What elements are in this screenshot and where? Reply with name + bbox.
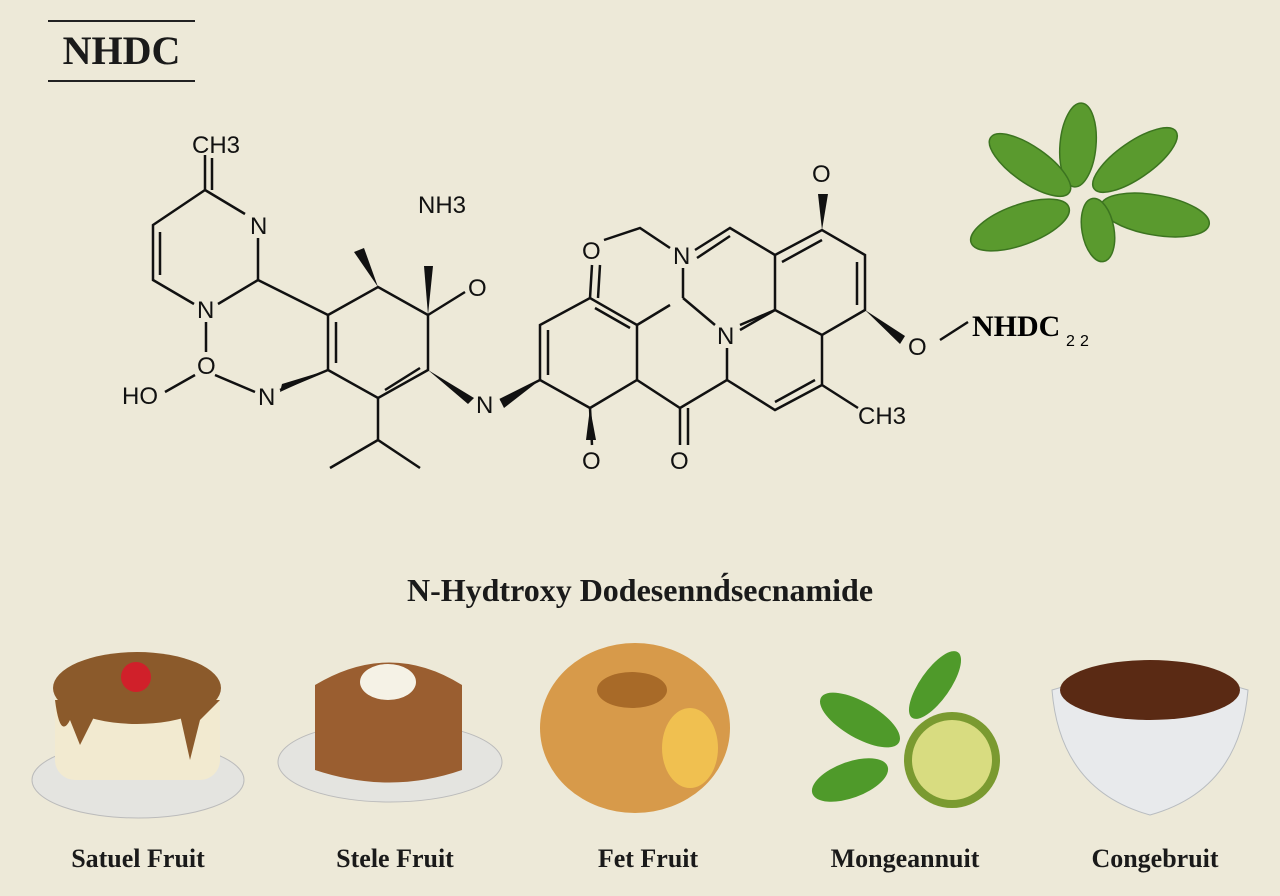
atom-n6: N <box>717 323 734 350</box>
food-label-4: Mongeannuit <box>830 844 980 873</box>
atom-o4: O <box>812 161 831 188</box>
food-image-4 <box>811 651 1000 808</box>
atom-o3: O <box>582 238 601 265</box>
atom-nhdc: NHDC <box>972 310 1060 343</box>
atom-o1: O <box>197 353 216 380</box>
food-image-5 <box>1051 660 1249 816</box>
food-label-2: Stele Fruit <box>336 844 454 873</box>
atom-ch3-top: CH3 <box>192 132 240 159</box>
food-image-2 <box>277 662 503 803</box>
atom-o6: O <box>582 448 601 475</box>
atom-ho: HO <box>122 383 158 410</box>
atom-n1: N <box>250 213 267 240</box>
compound-name: N-Hydtroxy Dodesennd́secnamide <box>406 572 874 608</box>
atom-n3: N <box>258 384 275 411</box>
food-image-3 <box>540 643 730 813</box>
atom-nh3: NH3 <box>418 192 466 219</box>
atom-nhdc-sub1: 2 <box>1066 333 1075 350</box>
atom-ch3-right: CH3 <box>858 403 906 430</box>
atom-n2: N <box>197 297 214 324</box>
atom-o2: O <box>468 275 487 302</box>
atom-n4: N <box>476 392 493 419</box>
food-label-3: Fet Fruit <box>597 844 699 873</box>
atom-o5: O <box>908 334 927 361</box>
atom-o7: O <box>670 448 689 475</box>
stevia-leaf-illustration <box>969 102 1211 263</box>
atom-n5: N <box>673 243 690 270</box>
food-label-1: Satuel Fruit <box>71 844 205 873</box>
food-image-1 <box>31 652 245 819</box>
page-title: NHDC <box>48 20 195 82</box>
food-label-5: Congebruit <box>1091 844 1219 873</box>
atom-nhdc-sub2: 2 <box>1080 333 1089 350</box>
